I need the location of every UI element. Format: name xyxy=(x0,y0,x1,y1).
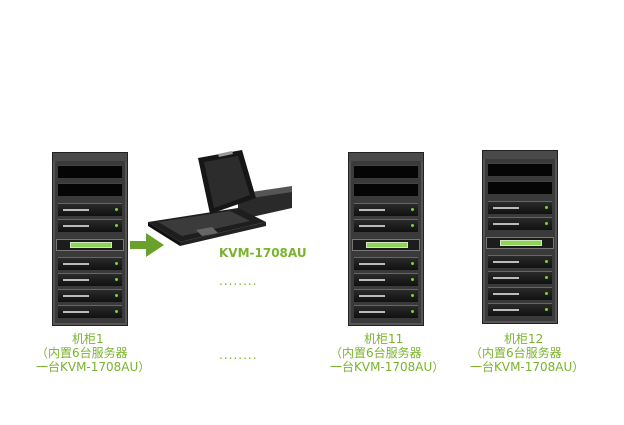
rack-12-caption: 机柜12 （内置6台服务器 一台KVM-1708AU） xyxy=(470,332,584,374)
rack-11-caption: 机柜11 （内置6台服务器 一台KVM-1708AU） xyxy=(330,332,444,374)
kvm-unit-rack-12 xyxy=(486,237,554,249)
rack-1-caption: 机柜1 （内置6台服务器 一台KVM-1708AU） xyxy=(36,332,150,374)
ellipsis-top: ........ xyxy=(219,274,258,288)
server-rack-11 xyxy=(348,152,424,326)
ellipsis-bottom: ........ xyxy=(219,348,258,362)
kvm-console-drawer xyxy=(148,150,292,246)
rack-1-desc-line1: （内置6台服务器 xyxy=(36,346,128,360)
rack-11-desc-line1: （内置6台服务器 xyxy=(330,346,422,360)
server-rack-12 xyxy=(482,150,558,324)
arrow-icon xyxy=(130,233,164,257)
rack-1-desc-line2: 一台KVM-1708AU） xyxy=(36,360,151,374)
kvm-model-label: KVM-1708AU xyxy=(219,246,307,260)
rack-11-title: 机柜11 xyxy=(364,332,404,346)
rack-1-title: 机柜1 xyxy=(72,332,104,346)
rack-12-desc-line2: 一台KVM-1708AU） xyxy=(470,360,585,374)
rack-12-desc-line1: （内置6台服务器 xyxy=(470,346,562,360)
rack-12-title: 机柜12 xyxy=(504,332,544,346)
server-rack-1 xyxy=(52,152,128,326)
kvm-unit-rack-11 xyxy=(352,239,420,251)
kvm-unit-rack-1 xyxy=(56,239,124,251)
rack-11-desc-line2: 一台KVM-1708AU） xyxy=(330,360,445,374)
